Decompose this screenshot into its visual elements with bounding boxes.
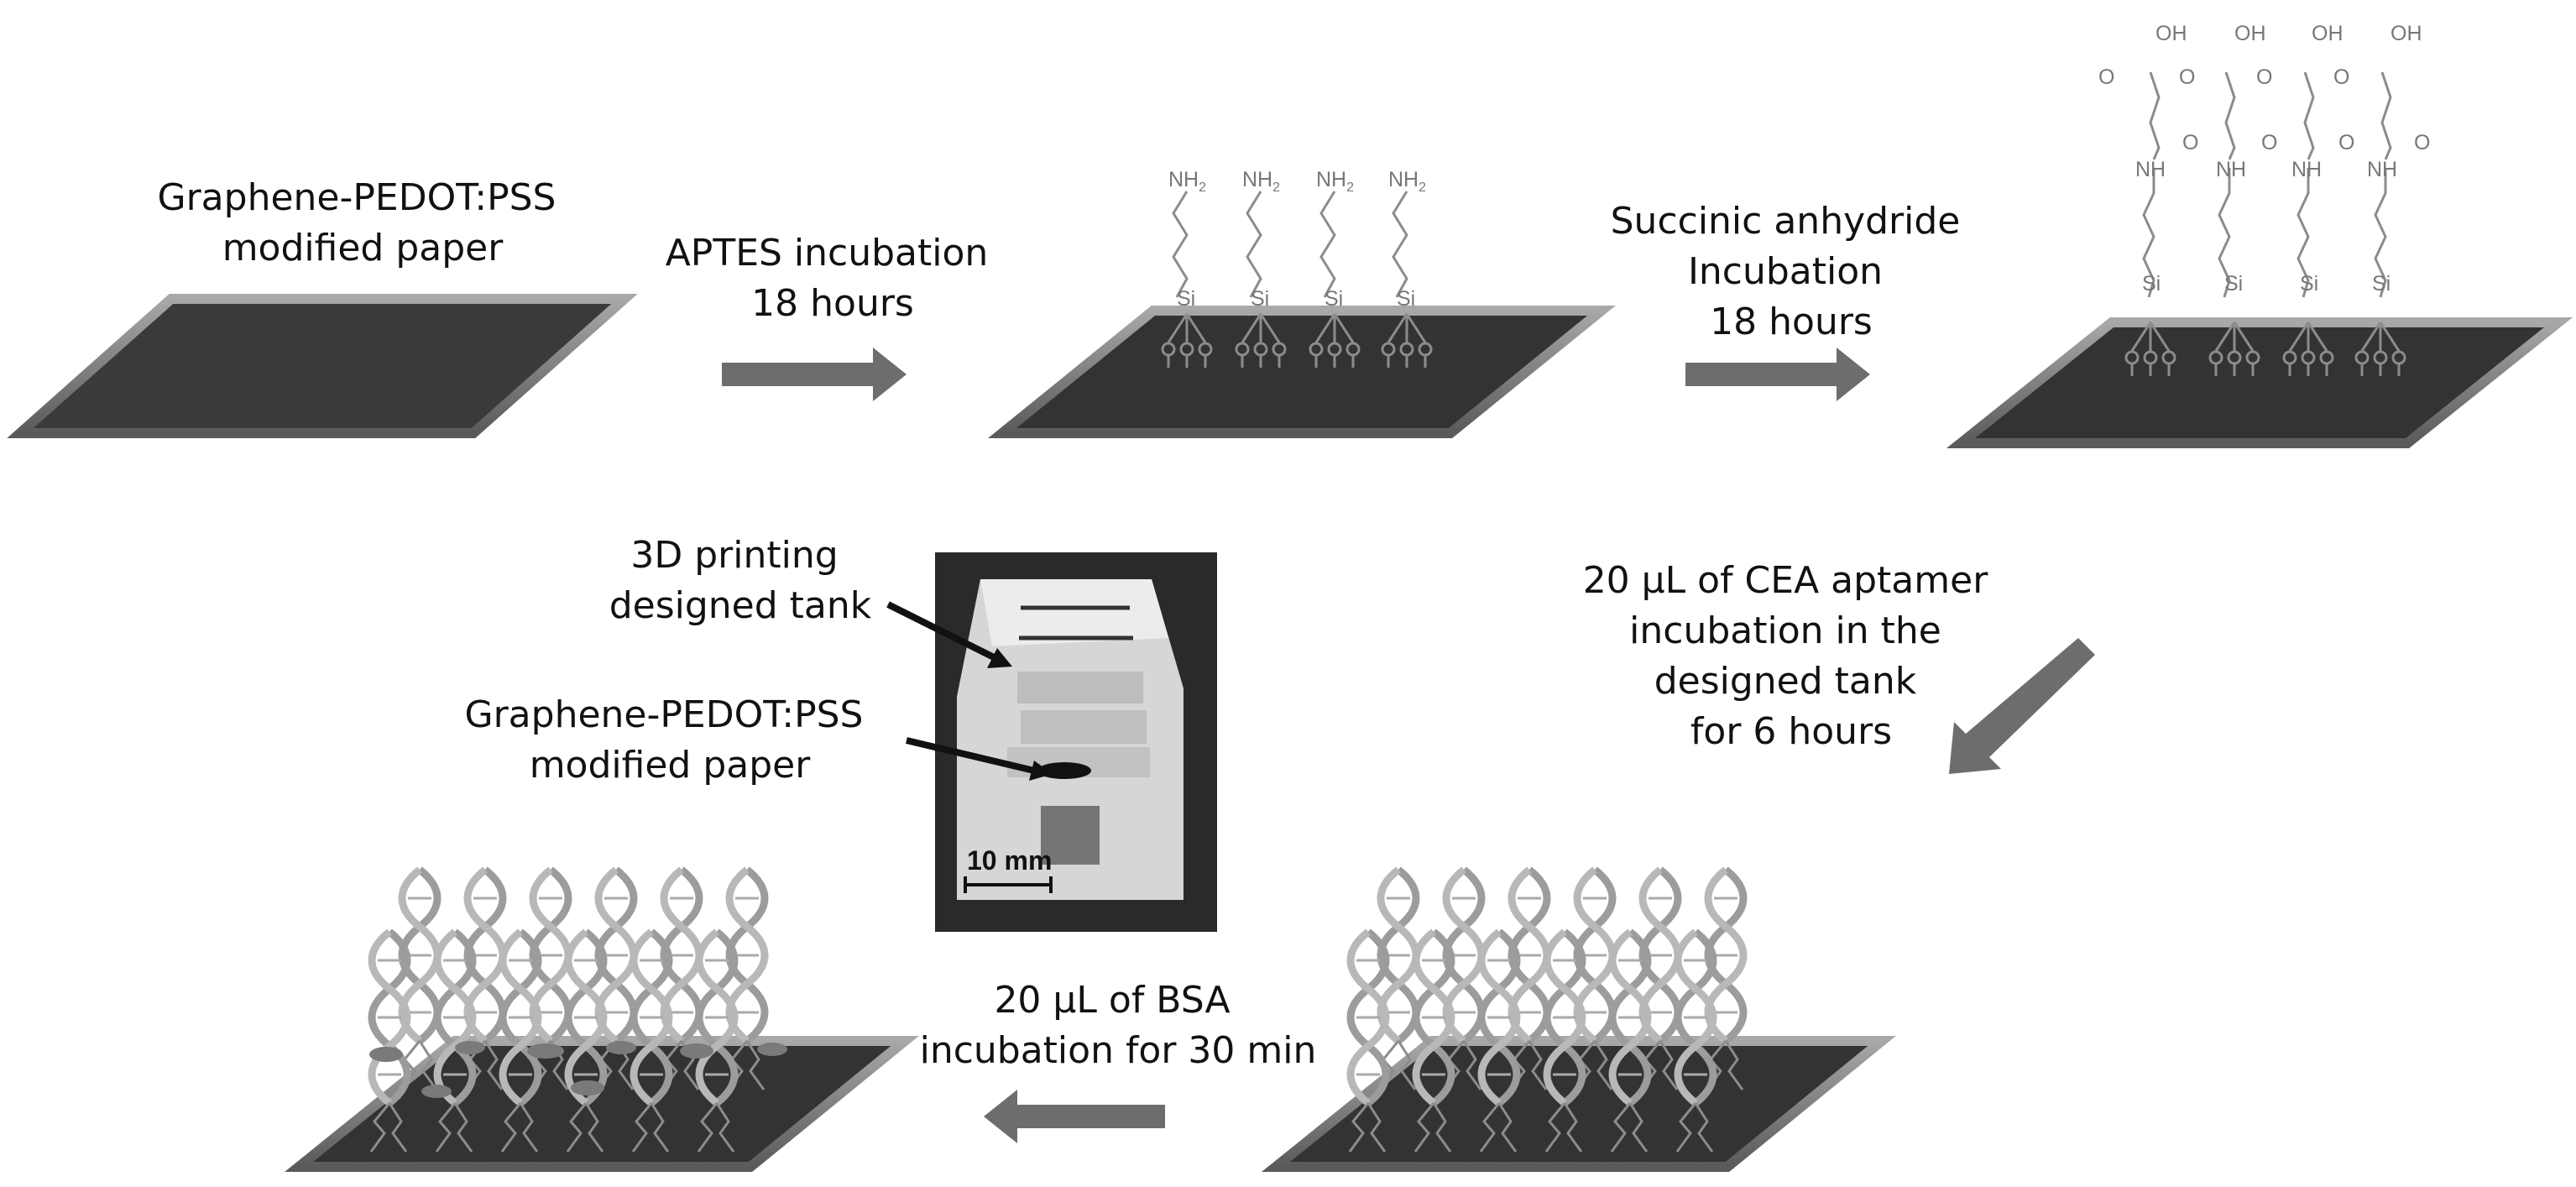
svg-text:Graphene-PEDOT:PSS modifie: Graphene-PEDOT:PSS modified paper: [465, 693, 875, 787]
silicon-label: Si: [2300, 272, 2318, 295]
aptes-group-1: NH2 Si: [1161, 168, 1213, 369]
silicon-label: Si: [1251, 287, 1269, 311]
aptamer-caption-line3: designed tank: [1654, 660, 1917, 703]
amine-subscript: 2: [1199, 180, 1206, 195]
silicon-label: Si: [1397, 287, 1415, 311]
paper-label-line1: Graphene-PEDOT:PSS: [465, 693, 864, 736]
substrate-bare: [7, 294, 638, 438]
hydroxyl-label: OH: [2155, 22, 2187, 45]
arrow-aptamer: [1949, 638, 2095, 774]
amine-label: NH: [1316, 168, 1346, 191]
paper-label-line2: modified paper: [530, 744, 812, 787]
bsa-caption-line1: 20 μL of BSA: [994, 979, 1230, 1022]
aptes-group-2: NH2 Si: [1242, 168, 1280, 311]
amine-label: NH: [1242, 168, 1272, 191]
silicon-label: Si: [1325, 287, 1343, 311]
svg-text:20 μL of BSA incubation f: 20 μL of BSA incubation for 30 min: [920, 979, 1317, 1072]
hydroxyl-label: OH: [2391, 22, 2422, 45]
oxygen-label: O: [2261, 131, 2277, 154]
amine-subscript: 2: [1419, 180, 1426, 195]
arrow-bsa: [984, 1090, 1165, 1143]
amine-label: NH: [1168, 168, 1199, 191]
hydroxyl-label: OH: [2312, 22, 2343, 45]
tank-label-line1: 3D printing: [630, 534, 838, 577]
succinic-caption-line1: Succinic anhydride: [1611, 200, 1961, 243]
pointer-paper: [906, 737, 1053, 781]
aptamer-caption-line1: 20 μL of CEA aptamer: [1583, 559, 1989, 602]
bsa-caption-line2: incubation for 30 min: [920, 1029, 1317, 1072]
svg-text:20 μL of CEA aptamer incub: 20 μL of CEA aptamer incubation in the d…: [1583, 559, 2000, 753]
svg-text:Graphene-PEDOT:PSS modifie: Graphene-PEDOT:PSS modified paper: [158, 176, 568, 269]
paper-sample: [1037, 762, 1091, 779]
oxygen-label: O: [2414, 131, 2430, 154]
aptes-linkers: [1235, 191, 1433, 369]
amine-subscript: 2: [1272, 180, 1280, 195]
svg-text:Succinic anhydride Incubat: Succinic anhydride Incubation 18 hours: [1611, 200, 1972, 343]
arrow-succinic: [1685, 348, 1870, 401]
amide-label: NH: [2291, 158, 2322, 181]
hydroxyl-label: OH: [2234, 22, 2266, 45]
silicon-label: Si: [2224, 272, 2243, 295]
silicon-label: Si: [1177, 287, 1195, 311]
carboxyl-group-3: OH O O NH Si: [2256, 22, 2354, 378]
arrow-aptes: [722, 348, 907, 401]
aptamer-caption-line2: incubation in the: [1629, 609, 1941, 652]
oxygen-label: O: [2179, 65, 2195, 89]
carboxyl-group-2: OH O O NH Si: [2179, 22, 2277, 378]
aptamer-caption-line4: for 6 hours: [1690, 710, 1892, 753]
oxygen-label: O: [2098, 65, 2114, 89]
svg-text:NH2: NH2: [1316, 168, 1354, 195]
amide-label: NH: [2216, 158, 2246, 181]
amide-label: NH: [2135, 158, 2166, 181]
substrate-carboxyl: [1946, 317, 2573, 448]
pointer-tank: [886, 601, 1012, 668]
aptes-caption-line1: APTES incubation: [666, 232, 989, 275]
tank-photo: 10 mm: [935, 552, 1217, 932]
silicon-label: Si: [2142, 272, 2161, 295]
svg-text:NH2: NH2: [1388, 168, 1426, 195]
oxygen-label: O: [2338, 131, 2354, 154]
amine-label: NH: [1388, 168, 1419, 191]
aptes-group-3: NH2 Si: [1316, 168, 1354, 311]
tank-label-line2: designed tank: [609, 584, 872, 627]
aptes-group-4: NH2 Si: [1388, 168, 1426, 311]
bsa-blobs: [369, 1041, 787, 1098]
carboxyl-group-4: OH O O NH Si: [2333, 22, 2430, 378]
substrate-aptes: [988, 191, 1616, 438]
svg-text:NH2: NH2: [1168, 168, 1206, 195]
amine-subscript: 2: [1346, 180, 1354, 195]
carboxyl-group-1: OH O O NH Si: [2098, 22, 2198, 378]
amide-label: NH: [2367, 158, 2397, 181]
succinic-caption-line3: 18 hours: [1710, 301, 1873, 343]
oxygen-label: O: [2333, 65, 2349, 89]
succinic-caption-line2: Incubation: [1688, 250, 1883, 293]
aptes-caption-line2: 18 hours: [751, 282, 914, 325]
oxygen-label: O: [2182, 131, 2198, 154]
svg-text:NH2: NH2: [1242, 168, 1280, 195]
silicon-label: Si: [2372, 272, 2391, 295]
svg-text:APTES incubation 18 hours: APTES incubation 18 hours: [666, 232, 1001, 325]
svg-text:3D printing designed tank: 3D printing designed tank: [609, 534, 872, 627]
substrate-caption-line1: Graphene-PEDOT:PSS: [158, 176, 556, 219]
substrate-caption-line2: modified paper: [222, 227, 504, 269]
oxygen-label: O: [2256, 65, 2272, 89]
scale-bar-label: 10 mm: [967, 845, 1052, 876]
